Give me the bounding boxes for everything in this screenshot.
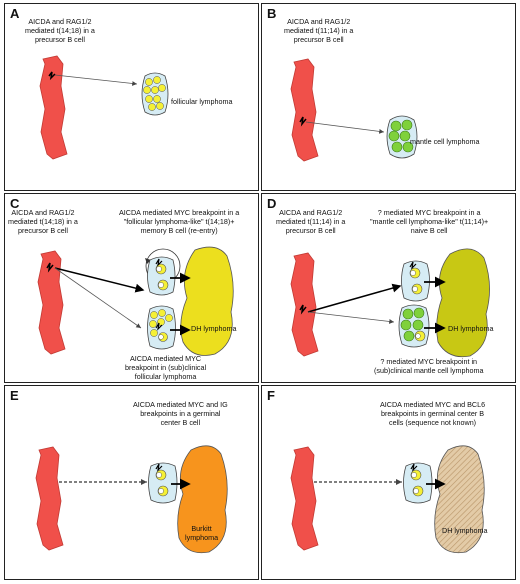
dh-lymphoma-mass <box>434 445 485 554</box>
panel-label: D <box>267 196 277 211</box>
lymphoma-label: DH lymphoma <box>442 526 488 535</box>
arrow <box>307 311 395 324</box>
chromosome <box>35 446 64 551</box>
germinal-center-b-cell <box>403 462 433 504</box>
caption-top: AICDA mediated MYC breakpoint in a "foll… <box>119 208 240 235</box>
chromosome <box>290 446 319 551</box>
germinal-center-b-cell <box>148 462 178 504</box>
panel-a: A AICDA and RAG1/2 mediated t(14;18) in … <box>4 3 259 191</box>
caption-left: AICDA and RAG1/2 mediated t(11;14) in a … <box>276 208 346 235</box>
mantle-cell-lymphoma-cell <box>398 304 430 348</box>
lymphoma-label: DH lymphoma <box>191 324 237 333</box>
panel-c-diagram <box>37 246 234 356</box>
breakpoint-mark <box>299 116 307 127</box>
follicular-lymphoma-cell <box>147 305 176 350</box>
arrow <box>54 74 138 86</box>
arrow <box>54 267 142 329</box>
panel-c: C AICDA and RAG1/2 mediated t(14;18) in … <box>4 193 259 383</box>
panel-caption: AICDA mediated MYC and IG breakpoints in… <box>133 400 228 427</box>
lymphoma-label: DH lymphoma <box>448 324 494 333</box>
breakpoint-mark <box>299 304 307 315</box>
arrow <box>54 267 145 293</box>
caption-top: ? mediated MYC breakpoint in a "mantle c… <box>370 208 489 235</box>
chromosome <box>290 252 319 357</box>
panel-label: C <box>10 196 20 211</box>
panel-label: B <box>267 6 277 21</box>
panel-f-diagram <box>290 445 485 554</box>
panel-b-diagram <box>290 58 418 162</box>
naive-b-cell <box>401 260 430 302</box>
caption-left: AICDA and RAG1/2 mediated t(14;18) in a … <box>8 208 78 235</box>
dh-lymphoma-mass <box>436 248 490 358</box>
panel-e-diagram <box>35 445 228 554</box>
breakpoint-mark <box>48 71 56 81</box>
arrow <box>305 121 385 134</box>
panel-label: E <box>10 388 19 403</box>
memory-b-cell <box>147 256 176 296</box>
chromosome <box>290 58 319 162</box>
panel-label: F <box>267 388 275 403</box>
dh-lymphoma-mass <box>180 246 234 356</box>
cell-label: follicular lymphoma <box>171 97 233 106</box>
caption-bottom: AICDA mediated MYC breakpoint in (sub)cl… <box>125 354 207 381</box>
breakpoint-mark <box>46 262 54 273</box>
panel-b: B AICDA and RAG1/2 mediated t(11;14) in … <box>261 3 516 191</box>
panel-caption: AICDA and RAG1/2 mediated t(11;14) in a … <box>284 17 354 44</box>
arrow <box>307 283 402 313</box>
cell-label: mantle cell lymphoma <box>410 137 480 146</box>
panel-a-diagram <box>39 55 169 160</box>
loop-arrowhead <box>145 258 151 264</box>
panel-d: D AICDA and RAG1/2 mediated t(11;14) in … <box>261 193 516 383</box>
mantle-cell-lymphoma-cell <box>386 115 418 159</box>
panel-caption: AICDA and RAG1/2 mediated t(14;18) in a … <box>25 17 95 44</box>
panel-e: E AICDA mediated MYC and IG breakpoints … <box>4 385 259 580</box>
panel-label: A <box>10 6 20 21</box>
burkitt-lymphoma-mass <box>177 445 228 554</box>
chromosome <box>39 55 68 160</box>
follicular-lymphoma-cell <box>141 72 169 116</box>
chromosome <box>37 250 66 355</box>
panel-f: F AICDA mediated MYC and BCL6 breakpoint… <box>261 385 516 580</box>
caption-bottom: ? mediated MYC breakpoint in (sub)clinic… <box>374 357 484 375</box>
panel-caption: AICDA mediated MYC and BCL6 breakpoints … <box>380 400 486 427</box>
lymphoma-label: Burkitt lymphoma <box>185 524 219 542</box>
panel-d-diagram <box>290 248 490 358</box>
